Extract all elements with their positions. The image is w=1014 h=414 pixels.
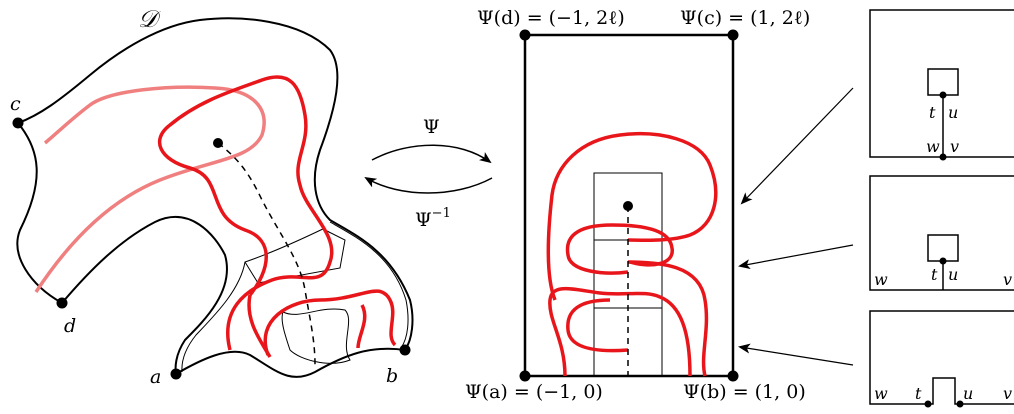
domain-region <box>12 17 414 380</box>
panel-top-square <box>927 68 959 96</box>
rect-red-curve-5 <box>546 132 718 301</box>
panel-top-label-w: w <box>926 137 940 156</box>
inverse-map-superscript: −1 <box>432 206 451 221</box>
rect-red-curve-3 <box>565 223 674 275</box>
domain-dashed-path <box>217 142 316 366</box>
pointer-arrow-bottom <box>738 343 854 366</box>
panel-mid-label-t: t <box>931 265 938 284</box>
pointer-arrow-top <box>740 87 854 205</box>
corner-bottom-left <box>519 370 531 382</box>
rect-interior-point <box>623 201 633 211</box>
domain-pink-curve <box>34 85 266 293</box>
zoom-panel-bottom <box>869 310 1014 408</box>
panel-bottom-frame-left <box>869 310 1014 405</box>
domain-title: 𝒟 <box>138 5 162 33</box>
corner-label-bottom-left: Ψ(a) = (−1, 0) <box>465 381 603 403</box>
corner-top-left <box>519 29 531 41</box>
domain-point-d <box>56 297 68 309</box>
domain-right-collar <box>329 221 409 349</box>
inverse-map-label: Ψ−1 <box>415 206 451 231</box>
zoom-panel-top <box>869 9 1014 161</box>
panel-bottom-notch <box>928 377 960 405</box>
domain-outer-boundary <box>17 17 414 351</box>
panel-mid-label-v: v <box>1003 270 1012 289</box>
panel-bottom-label-t: t <box>915 384 922 403</box>
domain-lower-boundary <box>61 216 228 375</box>
map-arrows <box>364 144 493 194</box>
corner-label-top-left: Ψ(d) = (−1, 2ℓ) <box>477 7 625 29</box>
panel-top-frame <box>869 9 1014 158</box>
rect-red-curve-1 <box>548 286 692 377</box>
domain-red-curve-4 <box>356 304 367 349</box>
domain-inner-box <box>244 229 346 284</box>
panel-bottom-point-t <box>924 400 932 408</box>
label-point-b: b <box>386 365 398 387</box>
panel-bottom-label-u: u <box>963 384 973 403</box>
domain-inner-box-2 <box>281 308 351 364</box>
corner-label-bottom-right: Ψ(b) = (1, 0) <box>683 381 806 403</box>
panel-top-label-v: v <box>950 137 959 156</box>
image-rectangle <box>519 29 739 382</box>
pointer-arrow-mid <box>738 244 854 270</box>
rect-red-curve-2 <box>566 298 629 353</box>
corner-top-right <box>727 29 739 41</box>
forward-map-arrow <box>371 144 492 164</box>
corner-bottom-right <box>727 370 739 382</box>
panel-mid-point-t <box>939 257 947 265</box>
domain-point-c <box>12 117 24 129</box>
domain-lower-collar <box>181 227 326 373</box>
domain-interior-point <box>213 138 223 148</box>
panel-mid-label-u: u <box>948 265 958 284</box>
domain-red-curve-1 <box>157 75 334 351</box>
domain-point-a <box>170 368 182 380</box>
rect-red-curve-4 <box>627 260 709 377</box>
label-point-a: a <box>150 366 161 388</box>
domain-point-b <box>399 344 411 356</box>
corner-label-top-right: Ψ(c) = (1, 2ℓ) <box>680 7 810 29</box>
forward-map-label: Ψ <box>423 116 440 138</box>
panel-mid-square <box>927 234 959 262</box>
panel-bottom-label-v: v <box>1003 384 1012 403</box>
domain-left-boundary <box>16 122 63 304</box>
label-point-d: d <box>64 315 76 337</box>
panel-bottom-label-w: w <box>874 384 888 403</box>
inverse-map-arrow <box>364 176 493 194</box>
label-point-c: c <box>10 93 21 115</box>
panel-top-label-u: u <box>948 103 958 122</box>
panel-top-label-t: t <box>929 103 936 122</box>
panel-mid-label-w: w <box>874 270 888 289</box>
domain-red-curve-3 <box>263 289 397 356</box>
panel-mid-frame <box>869 175 1014 291</box>
zoom-panel-middle <box>869 175 1014 291</box>
panel-top-point-t <box>939 91 947 99</box>
inverse-map-symbol: Ψ <box>415 209 432 231</box>
domain-bottom-boundary <box>175 347 406 378</box>
panel-top-point-w <box>939 153 947 161</box>
panel-bottom-point-u <box>956 400 964 408</box>
